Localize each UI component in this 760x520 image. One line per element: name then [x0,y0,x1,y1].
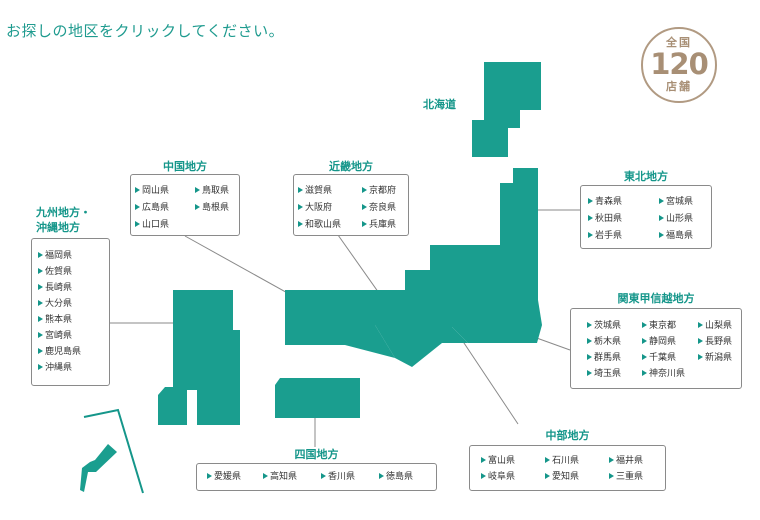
region-label-kyushu-line2: 沖縄地方 [36,221,80,234]
region-label-kyushu-line1: 九州地方・ [36,206,91,219]
badge-top-label: 全国 [666,36,692,49]
prefecture-link[interactable]: 秋田県 [588,213,622,225]
prefecture-link[interactable]: 福島県 [659,230,693,242]
prefecture-link[interactable]: 千葉県 [642,352,676,364]
prefecture-link[interactable]: 鳥取県 [195,185,229,197]
prefecture-link[interactable]: 宮崎県 [38,330,72,342]
prefecture-link[interactable]: 東京都 [642,320,676,332]
prefecture-box-kyushu: 福岡県 佐賀県 長崎県 大分県 熊本県 宮崎県 鹿児島県 沖縄県 [31,238,110,386]
region-label-tohoku[interactable]: 東北地方 [624,170,668,183]
region-label-kyushu[interactable]: 九州地方・ 沖縄地方 [36,205,91,235]
prefecture-box-kanto: 茨城県 東京都 山梨県 栃木県 静岡県 長野県 群馬県 千葉県 新潟県 埼玉県 … [570,308,742,389]
prefecture-link[interactable]: 奈良県 [362,202,396,214]
region-label-chugoku[interactable]: 中国地方 [163,160,207,173]
prefecture-link[interactable]: 香川県 [321,471,355,483]
okinawa-inset [80,408,144,494]
region-label-chubu[interactable]: 中部地方 [545,429,590,442]
prefecture-link[interactable]: 兵庫県 [362,219,396,231]
prefecture-link[interactable]: 栃木県 [587,336,621,348]
region-kanto-shape[interactable] [478,300,542,343]
prefecture-box-tohoku: 青森県 宮城県 秋田県 山形県 岩手県 福島県 [580,185,712,249]
prefecture-link[interactable]: 長崎県 [38,282,72,294]
prefecture-link[interactable]: 沖縄県 [38,362,72,374]
prefecture-link[interactable]: 長野県 [698,336,732,348]
prefecture-link[interactable]: 福岡県 [38,250,72,262]
prefecture-link[interactable]: 岐阜県 [481,471,515,483]
prefecture-box-shikoku: 愛媛県 高知県 香川県 徳島県 [196,463,437,491]
prefecture-link[interactable]: 岩手県 [588,230,622,242]
prefecture-link[interactable]: 愛媛県 [207,471,241,483]
region-label-shikoku[interactable]: 四国地方 [294,448,339,461]
prefecture-link[interactable]: 福井県 [609,455,643,467]
prefecture-box-chugoku: 岡山県 鳥取県 広島県 島根県 山口県 [130,174,240,236]
region-label-kanto[interactable]: 関東甲信越地方 [617,292,695,305]
prefecture-link[interactable]: 茨城県 [587,320,621,332]
prefecture-box-kinki: 滋賀県 京都府 大阪府 奈良県 和歌山県 兵庫県 [293,174,409,236]
prefecture-link[interactable]: 宮城県 [659,196,693,208]
region-label-kinki[interactable]: 近畿地方 [329,160,373,173]
prefecture-link[interactable]: 島根県 [195,202,229,214]
prefecture-link[interactable]: 広島県 [135,202,169,214]
prefecture-link[interactable]: 高知県 [263,471,297,483]
prefecture-link[interactable]: 熊本県 [38,314,72,326]
prefecture-link[interactable]: 山口県 [135,219,169,231]
prefecture-link[interactable]: 神奈川県 [642,368,685,380]
prefecture-link[interactable]: 新潟県 [698,352,732,364]
region-kinki-shape[interactable] [375,270,468,367]
region-tohoku-shape[interactable] [495,168,538,300]
prefecture-link[interactable]: 石川県 [545,455,579,467]
prefecture-link[interactable]: 三重県 [609,471,643,483]
prefecture-link[interactable]: 愛知県 [545,471,579,483]
prefecture-link[interactable]: 山梨県 [698,320,732,332]
prefecture-link[interactable]: 鹿児島県 [38,346,81,358]
okinawa-shape[interactable] [80,444,117,492]
prefecture-link[interactable]: 静岡県 [642,336,676,348]
badge-bottom-label: 店舗 [666,80,692,93]
prefecture-link[interactable]: 滋賀県 [298,185,332,197]
prefecture-link[interactable]: 青森県 [588,196,622,208]
store-count-badge: 全国 120 店舗 [641,27,717,103]
prefecture-link[interactable]: 佐賀県 [38,266,72,278]
region-hokkaido-shape[interactable] [472,62,541,157]
region-label-hokkaido[interactable]: 北海道 [423,98,456,111]
prefecture-box-chubu: 富山県 石川県 福井県 岐阜県 愛知県 三重県 [469,445,666,491]
prefecture-link[interactable]: 大分県 [38,298,72,310]
region-chubu-shape[interactable] [430,245,495,343]
region-shikoku-shape[interactable] [275,378,360,418]
page-instruction: お探しの地区をクリックしてください。 [6,22,285,40]
region-chugoku-shape[interactable] [285,290,395,358]
prefecture-link[interactable]: 山形県 [659,213,693,225]
prefecture-link[interactable]: 富山県 [481,455,515,467]
badge-store-count: 120 [650,47,709,81]
region-kyushu-shape[interactable] [158,290,240,425]
prefecture-link[interactable]: 大阪府 [298,202,332,214]
prefecture-link[interactable]: 埼玉県 [587,368,621,380]
prefecture-link[interactable]: 群馬県 [587,352,621,364]
prefecture-link[interactable]: 徳島県 [379,471,413,483]
prefecture-link[interactable]: 和歌山県 [298,219,341,231]
prefecture-link[interactable]: 岡山県 [135,185,169,197]
prefecture-link[interactable]: 京都府 [362,185,396,197]
